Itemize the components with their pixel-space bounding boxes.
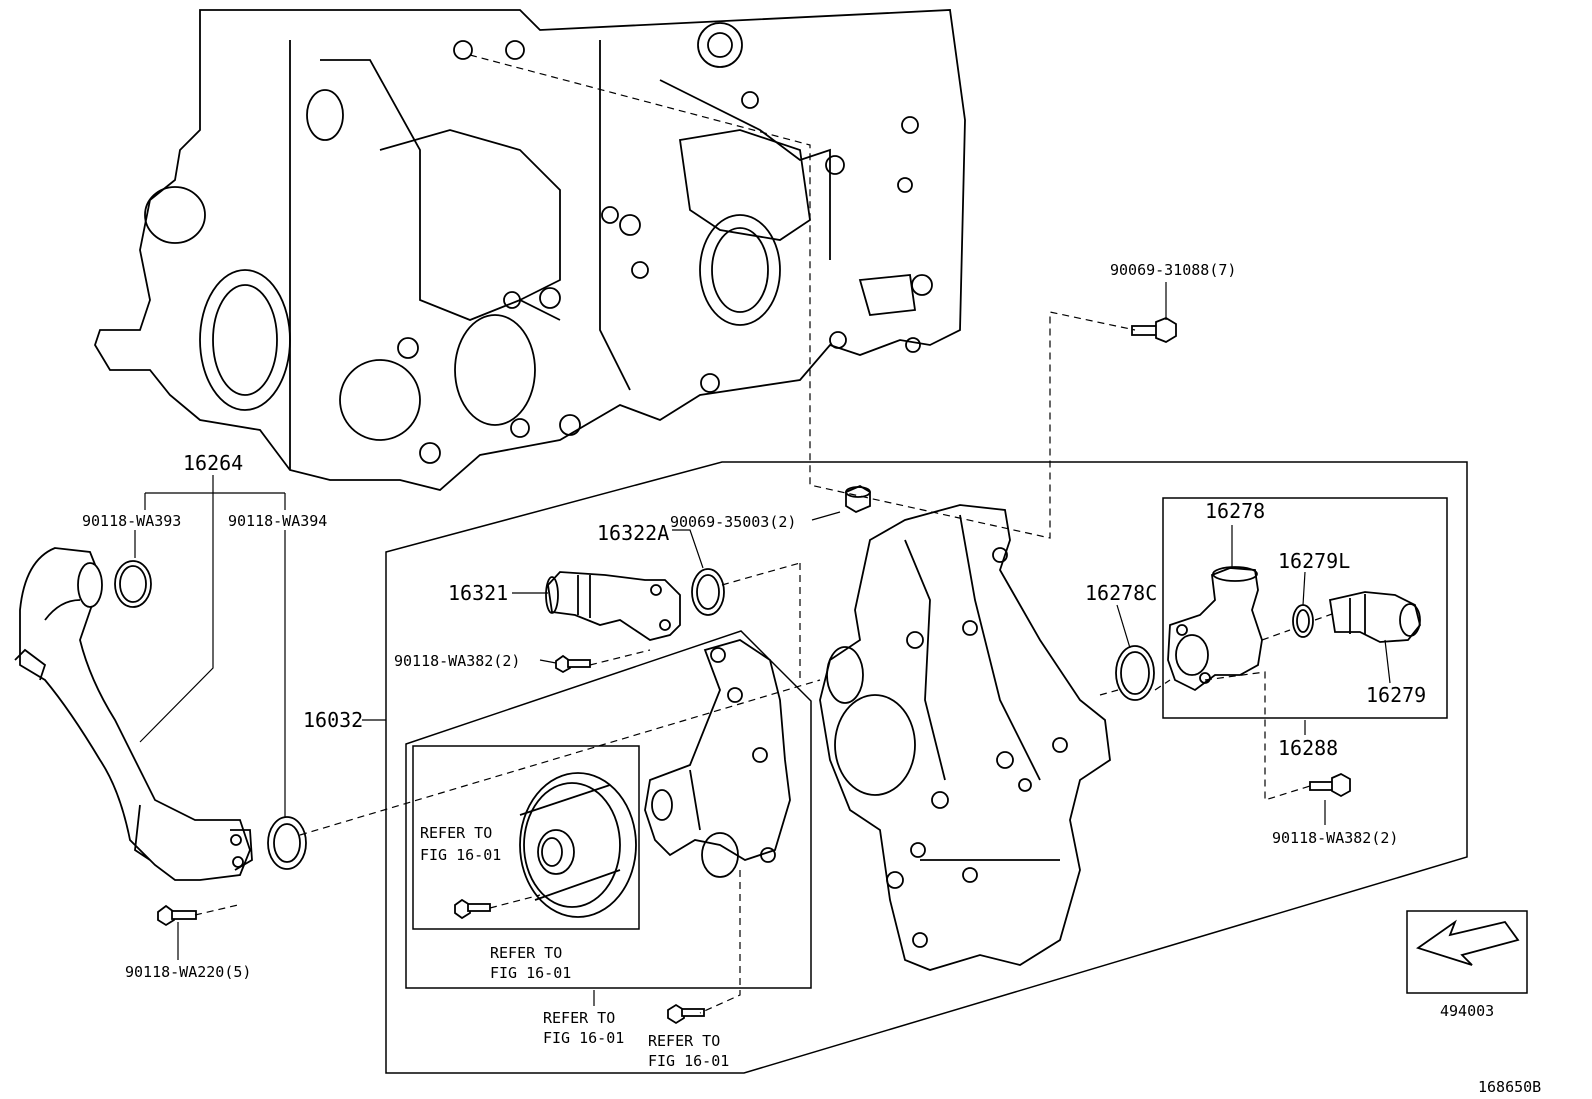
figure-code: 168650B: [1478, 1078, 1541, 1096]
part-labels: 16264 90118-WA393 90118-WA394 90118-WA22…: [82, 261, 1426, 1070]
refer-pulley-line1: REFER TO: [420, 824, 492, 842]
water-pump-pulley: [519, 772, 637, 918]
label-90069-35003: 90069-35003(2): [670, 513, 796, 531]
bolt-31088: [1131, 316, 1177, 344]
pulley-subassembly-outline: [412, 745, 640, 930]
label-90118-wa382-left: 90118-WA382(2): [394, 652, 520, 670]
label-16279: 16279: [1366, 683, 1426, 707]
label-90118-wa394: 90118-WA394: [228, 512, 327, 530]
label-16288: 16288: [1278, 736, 1338, 760]
refer-screw-line2: FIG 16-01: [648, 1052, 729, 1070]
bolt-wa382-left: [555, 654, 591, 674]
thermostat-16279: [1328, 591, 1421, 643]
screw-bottom: [667, 1003, 705, 1025]
label-16322a: 16322A: [597, 521, 669, 545]
water-outlet-16278: [1167, 566, 1263, 692]
label-90118-wa393: 90118-WA393: [82, 512, 181, 530]
label-16032: 16032: [303, 708, 363, 732]
pulley-bolt: [454, 898, 491, 920]
o-ring-wa393: [114, 560, 152, 608]
bolt-wa382-right: [1309, 772, 1351, 798]
refer-pump-line1: REFER TO: [490, 944, 562, 962]
engine-block: [94, 9, 966, 491]
gasket-16278c: [1115, 645, 1155, 701]
alignment-lines: [194, 54, 1333, 1014]
o-ring-wa394: [267, 816, 307, 870]
dowel-pin-35003: [845, 484, 871, 514]
thermostat-subassembly-outline: [1162, 497, 1448, 719]
o-ring-16279l: [1292, 604, 1314, 638]
water-inlet-16321: [545, 571, 681, 641]
label-16279l: 16279L: [1278, 549, 1350, 573]
refer-assembly-line2: FIG 16-01: [543, 1029, 624, 1047]
water-pump: [644, 639, 791, 878]
view-code: 494003: [1440, 1002, 1494, 1020]
label-16278: 16278: [1205, 499, 1265, 523]
label-90118-wa220: 90118-WA220(5): [125, 963, 251, 981]
assembly-16032-outline: [385, 461, 1468, 1074]
label-16264: 16264: [183, 451, 243, 475]
refer-assembly-line1: REFER TO: [543, 1009, 615, 1027]
leader-lines: [134, 282, 1391, 1006]
front-direction-arrow-icon: [1415, 919, 1520, 966]
label-16321: 16321: [448, 581, 508, 605]
water-pump-subassembly-outline: [405, 630, 812, 989]
refer-pump-line2: FIG 16-01: [490, 964, 571, 982]
refer-pulley-line2: FIG 16-01: [420, 846, 501, 864]
label-16278c: 16278C: [1085, 581, 1157, 605]
label-90118-wa382-right: 90118-WA382(2): [1272, 829, 1398, 847]
label-90069-31088: 90069-31088(7): [1110, 261, 1236, 279]
bolt-wa220: [157, 904, 197, 927]
gasket-16322a: [691, 568, 725, 616]
water-pump-housing: [819, 504, 1111, 971]
water-inlet-pipe: [14, 547, 253, 881]
view-direction-box: 494003: [1406, 910, 1528, 1020]
refer-screw-line1: REFER TO: [648, 1032, 720, 1050]
